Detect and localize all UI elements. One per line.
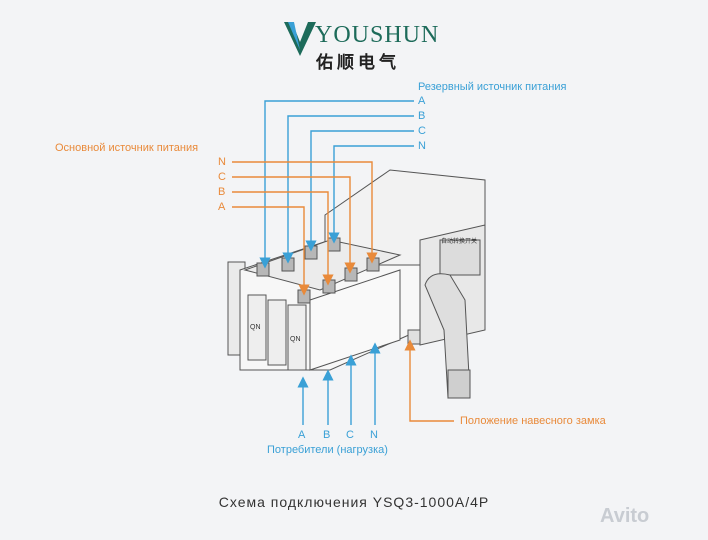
load-phase-n: N [370,429,378,441]
diagram-caption: Схема подключения YSQ3-1000A/4P [218,494,490,510]
reserve-phase-n: N [418,140,426,152]
reserve-title: Резервный источник питания [418,81,567,93]
load-phase-a: A [298,429,306,441]
load-wires [297,342,381,425]
reserve-wires [259,100,414,269]
logo-brand: YOUSHUN [315,22,440,48]
ats-device [227,169,486,399]
reserve-phase-b: B [418,110,426,122]
main-phase-c: C [218,171,226,183]
avito-watermark: Avito [600,505,650,527]
main-wires [232,161,378,296]
main-phase-a: A [218,201,226,213]
reserve-phase-a: A [418,95,426,107]
lock-label: Положение навесного замка [460,415,606,427]
qn-left-label: QN [250,324,261,331]
load-phase-c: C [346,429,354,441]
logo-mark [284,22,316,56]
qn-right-label: QN [290,336,301,343]
main-phase-n: N [218,156,226,168]
load-phase-b: B [323,429,331,441]
main-phase-b: B [218,186,226,198]
load-title: Потребители (нагрузка) [267,444,388,456]
reserve-phase-c: C [418,125,426,137]
logo-chinese: 佑顺电气 [316,53,400,72]
panel-label: 自动转换开关 [441,239,478,245]
main-title: Основной источник питания [55,142,199,154]
lock-wire [404,339,454,422]
